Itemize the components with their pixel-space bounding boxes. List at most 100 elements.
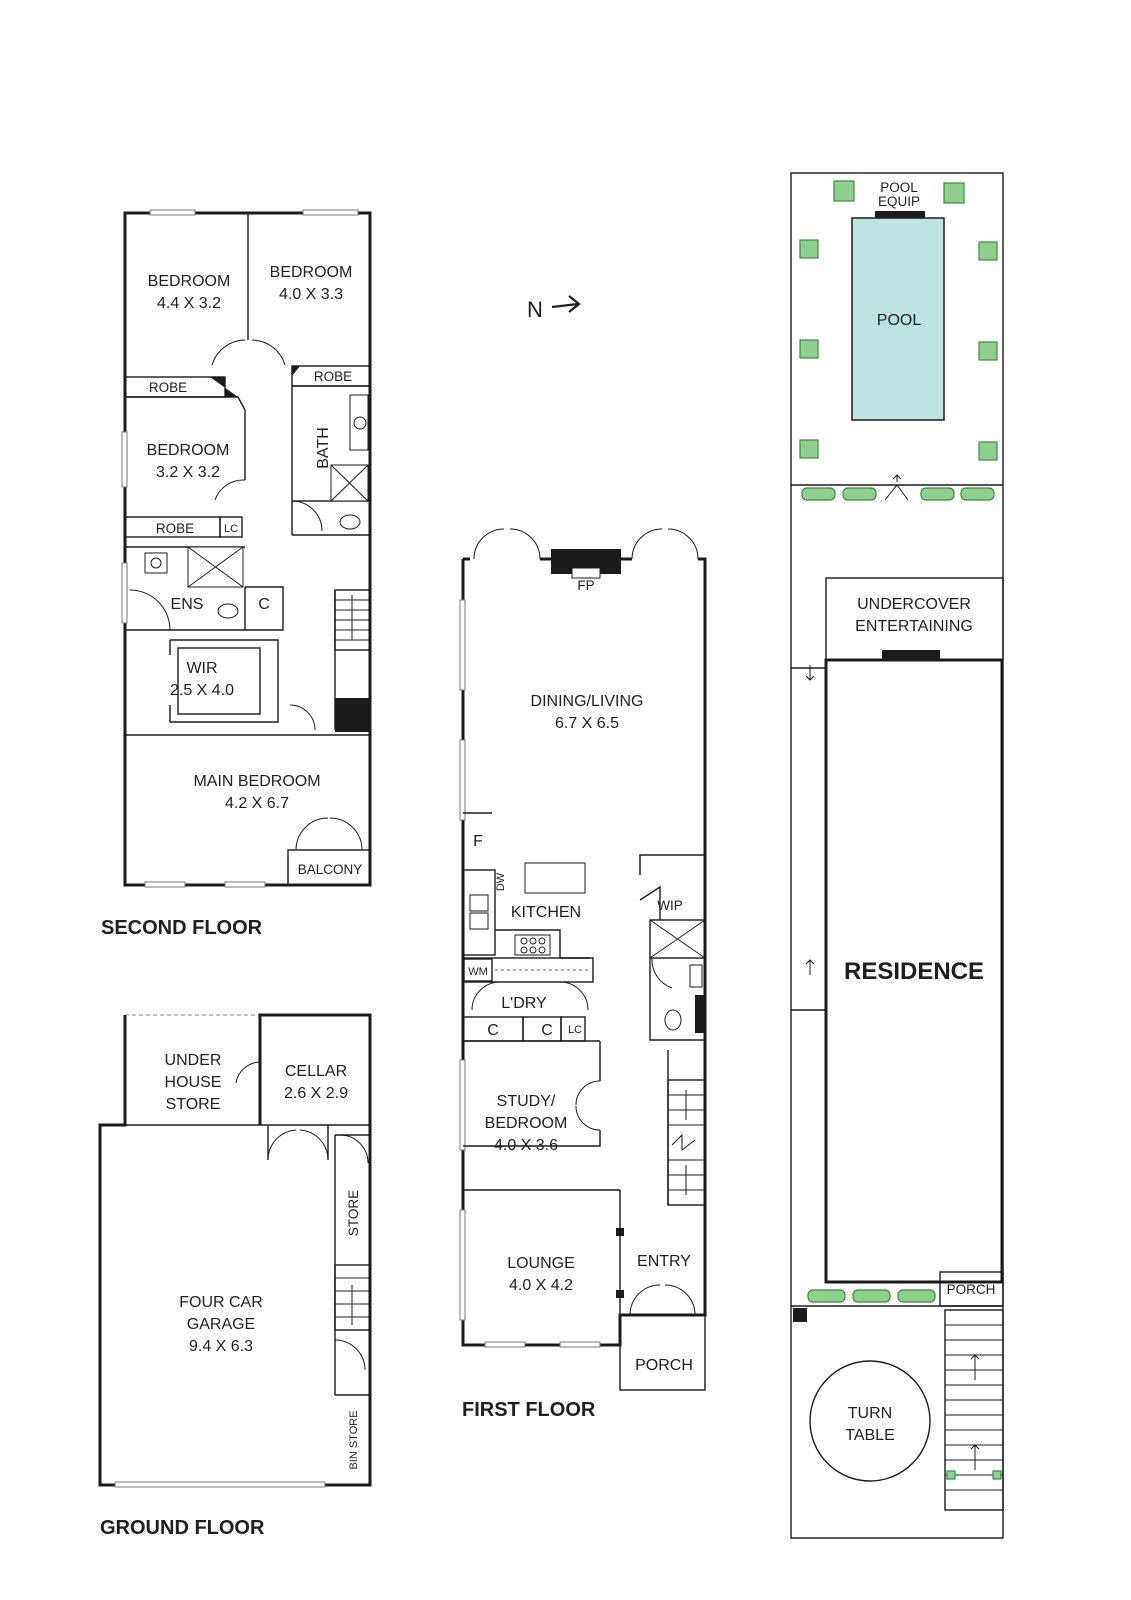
pool-equip-line1: POOL <box>880 180 918 195</box>
bedroom-b-dims: 4.0 X 3.3 <box>279 286 343 303</box>
second-floor-title: SECOND FLOOR <box>101 917 263 939</box>
bedroom-b-name: BEDROOM <box>270 264 353 281</box>
window <box>459 739 466 821</box>
turntable-line1: TURN <box>848 1405 892 1422</box>
hedge <box>960 487 995 501</box>
first-floor-outline <box>461 557 707 1347</box>
column <box>616 1290 624 1298</box>
bedroom-c-name: BEDROOM <box>147 442 230 459</box>
fridge-label: F <box>473 833 483 850</box>
toilet <box>339 514 361 530</box>
hedge <box>852 1289 891 1303</box>
window <box>559 1341 601 1348</box>
pool-equipment <box>875 211 925 220</box>
dining-dims: 6.7 X 6.5 <box>555 715 619 732</box>
stair <box>334 1264 371 1331</box>
wir-name: WIR <box>186 660 217 677</box>
window <box>459 599 466 691</box>
study-dims: 4.0 X 3.6 <box>494 1137 558 1154</box>
wir-dims: 2.5 X 4.0 <box>170 682 234 699</box>
pool-label: POOL <box>877 312 922 329</box>
wip-label: WIP <box>657 898 683 913</box>
ens-label: ENS <box>171 596 204 613</box>
first-floor-plan: FP DINING/LIVING 6.7 X 6.5 F DW KITCHEN … <box>459 528 707 1421</box>
balcony-label: BALCONY <box>298 862 363 877</box>
bath-label: BATH <box>315 427 332 468</box>
garage-line2: GARAGE <box>187 1316 255 1333</box>
cupboard-label: C <box>258 596 270 613</box>
fp-label: FP <box>577 578 594 593</box>
first-floor-title: FIRST FLOOR <box>462 1399 596 1421</box>
north-compass: N <box>527 295 581 322</box>
plant <box>978 241 998 261</box>
dw-label: DW <box>495 872 507 891</box>
wir-wall <box>170 639 279 723</box>
turntable <box>809 1360 931 1482</box>
void <box>335 698 370 732</box>
undercover-line1: UNDERCOVER <box>857 596 971 613</box>
duct <box>210 377 238 397</box>
c1-label: C <box>487 1022 499 1039</box>
dining-name: DINING/LIVING <box>531 693 644 710</box>
window <box>484 1341 526 1348</box>
lc-label: LC <box>568 1024 582 1036</box>
garage-line1: FOUR CAR <box>179 1294 263 1311</box>
garage-door <box>114 1481 326 1488</box>
ground-floor-outline <box>98 1013 372 1487</box>
laundry-label: L'DRY <box>501 995 547 1012</box>
hedge <box>897 1289 936 1303</box>
robe-1-label: ROBE <box>149 380 187 395</box>
residence-label: RESIDENCE <box>844 958 984 985</box>
entry-label: ENTRY <box>637 1253 691 1270</box>
plant <box>833 180 855 202</box>
robe-3-label: ROBE <box>156 521 194 536</box>
laundry-bench <box>462 957 594 983</box>
store-label: STORE <box>346 1190 361 1236</box>
cellar-name: CELLAR <box>285 1063 347 1080</box>
plant <box>799 239 819 259</box>
porch-label: PORCH <box>635 1357 693 1374</box>
toilet <box>217 603 239 619</box>
driveway-stair <box>944 1309 1004 1511</box>
lounge-dims: 4.0 X 4.2 <box>509 1277 573 1294</box>
residence-footprint <box>824 658 1004 1284</box>
bedroom-a-name: BEDROOM <box>148 273 231 290</box>
site-porch-label: PORCH <box>947 1282 996 1297</box>
wall <box>125 396 246 480</box>
main-bedroom-dims: 4.2 X 6.7 <box>225 795 289 812</box>
cellar-dims: 2.6 X 2.9 <box>284 1085 348 1102</box>
under-house-line2: HOUSE <box>165 1074 222 1091</box>
wm-label: WM <box>468 966 488 978</box>
plant <box>799 439 819 459</box>
ground-floor-title: GROUND FLOOR <box>100 1517 265 1539</box>
under-house-line3: STORE <box>166 1096 221 1113</box>
ground-floor-plan: UNDER HOUSE STORE CELLAR 2.6 X 2.9 STORE… <box>98 1013 372 1539</box>
plant <box>799 339 819 359</box>
bath-drain <box>353 416 367 430</box>
toilet <box>664 1009 682 1031</box>
study-line2: BEDROOM <box>485 1115 568 1132</box>
under-house-line1: UNDER <box>165 1052 222 1069</box>
hedge <box>842 487 877 501</box>
second-floor-plan: BEDROOM 4.4 X 3.2 BEDROOM 4.0 X 3.3 ROBE… <box>101 209 372 939</box>
bedroom-c-dims: 3.2 X 3.2 <box>156 464 220 481</box>
undercover-line2: ENTERTAINING <box>855 618 973 635</box>
column <box>616 1228 624 1236</box>
window <box>459 1059 466 1151</box>
linen-cupboard <box>219 516 243 538</box>
plant <box>978 341 998 361</box>
arrow-right-icon <box>551 295 581 313</box>
window <box>121 431 128 488</box>
window <box>144 881 186 888</box>
site-plan: POOL EQUIP POOL UNDERCOVER ENTERTAINING … <box>790 172 1004 1539</box>
lounge-name: LOUNGE <box>507 1255 575 1272</box>
garage-dims: 9.4 X 6.3 <box>189 1338 253 1355</box>
bedroom-a-dims: 4.4 X 3.2 <box>157 295 221 312</box>
c2-label: C <box>541 1022 553 1039</box>
kitchen-bench <box>462 869 496 956</box>
lc-label: LC <box>224 523 238 535</box>
main-bedroom-name: MAIN BEDROOM <box>193 773 320 790</box>
window <box>149 209 196 216</box>
window <box>459 1209 466 1321</box>
